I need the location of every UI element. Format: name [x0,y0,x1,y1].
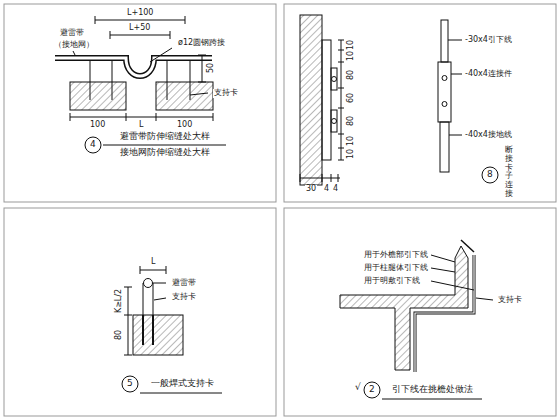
dimension: 4 [332,185,339,194]
part-label: -40x4接地线 [464,131,513,140]
callout-number: 4 [89,140,97,150]
dimension: 10 [347,148,356,160]
part-label: （接地网） [53,41,95,50]
callout-number: 2 [368,385,376,395]
part-label: 支持卡 [171,293,197,302]
part-label: -30x4引下线 [464,36,513,45]
callout-number: 5 [126,379,134,389]
dimension: L [150,258,156,267]
part-label: 支持卡 [497,296,523,305]
dimension: 80 [347,115,356,127]
part-label: 避雷带 [59,29,85,38]
dimension: 50 [207,62,216,74]
dimension: L+100 [126,9,154,18]
dimension: 10 [347,50,356,62]
check-mark: √ [354,383,362,393]
part-label: 用于明敷引下线 [363,277,421,286]
part-label: -40x4连接件 [464,70,513,79]
part-label: 用于柱腿体引下线 [363,264,429,273]
detail-title: 一般焊式支持卡 [150,379,215,389]
dimension: K≥L/2 [115,288,124,314]
dimension: L+50 [128,24,151,33]
dimension: 30 [305,185,317,194]
dimension: 80 [115,329,124,341]
part-label: 支持卡 [213,89,239,98]
dimension: 10 [347,135,356,147]
part-label: ø12圆钢跨接 [177,39,226,48]
dimension: 60 [347,92,356,104]
detail-title: 接地网防伸缩缝处大样 [119,148,211,158]
detail-title: 引下线在挑檐处做法 [391,385,474,395]
dimension: L [138,121,144,130]
dimension: 4 [323,185,330,194]
dimension: 100 [89,121,106,130]
dimension: 80 [347,69,356,81]
detail-title: 断接卡子连接 [504,146,514,199]
part-label: 避雷带 [171,279,197,288]
dimension: 100 [176,121,193,130]
callout-number: 8 [486,170,494,180]
detail-title: 避雷带防伸缩缝处大样 [119,132,211,142]
part-label: 用于外檐部引下线 [363,251,429,260]
